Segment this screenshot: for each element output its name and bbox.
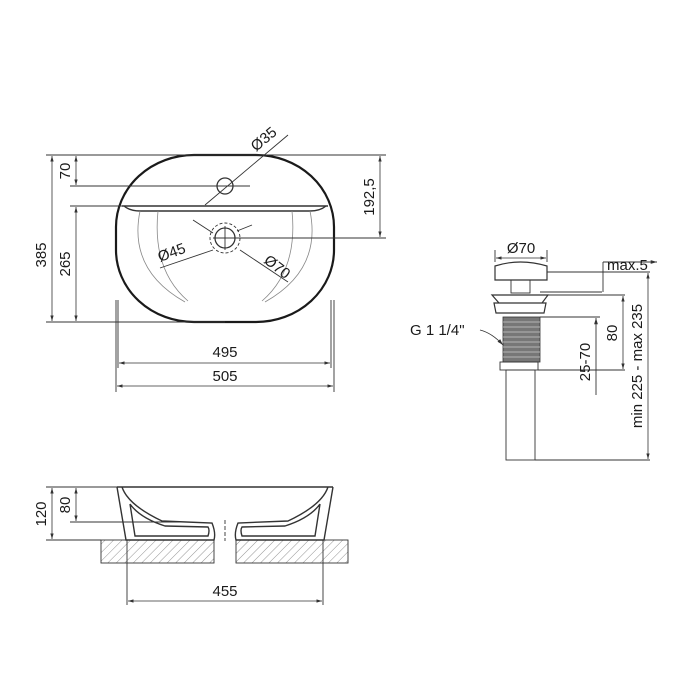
dim-inner-width: 495 <box>212 344 237 361</box>
countertop-left <box>100 539 215 564</box>
drain-view: Ø70 max.5 80 25-70 min 225 - max 235 G 1… <box>410 240 657 461</box>
dim-base-width: 455 <box>212 583 237 600</box>
section-view: 120 80 455 <box>33 486 349 605</box>
drain-flange <box>490 294 550 314</box>
drain-cap <box>494 261 548 281</box>
dim-bowl-depth: 265 <box>57 251 74 276</box>
bowl-contour <box>137 210 313 303</box>
dim-drain-inner: Ø45 <box>156 240 188 266</box>
dim-countertop-range: 25-70 <box>577 343 594 381</box>
basin-section <box>116 486 334 541</box>
dim-thread-length: 80 <box>604 325 621 342</box>
drain-nut <box>499 361 539 371</box>
dim-inner-height: 80 <box>57 497 74 514</box>
shelf-edge <box>122 205 328 212</box>
dim-total-length: min 225 - max 235 <box>629 304 646 428</box>
dim-height: 120 <box>33 501 50 526</box>
drain-pipe <box>505 369 536 461</box>
dim-tap-offset: 70 <box>57 163 74 180</box>
drain-stem <box>510 279 531 294</box>
countertop-right <box>235 539 349 564</box>
dim-tap-hole: Ø35 <box>248 124 281 155</box>
drain-thread <box>502 316 541 363</box>
dim-depth-total: 385 <box>33 242 50 267</box>
top-view: Ø35 Ø45 Ø70 385 70 265 192,5 495 505 <box>33 124 386 392</box>
dim-drain-outer: Ø70 <box>261 252 294 283</box>
dim-drain-offset: 192,5 <box>361 178 378 216</box>
dim-cap-diameter: Ø70 <box>507 240 535 257</box>
thread-label: G 1 1/4" <box>410 322 465 339</box>
dim-max-gap: max.5 <box>607 257 648 274</box>
dim-outer-width: 505 <box>212 368 237 385</box>
